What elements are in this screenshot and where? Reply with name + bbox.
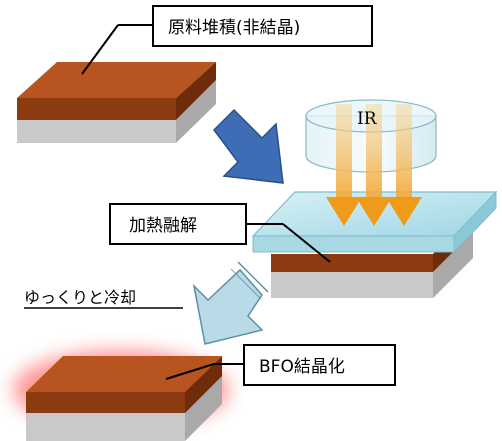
- arrows-down-icon: [326, 104, 422, 226]
- melting-label-box: [109, 203, 247, 245]
- substrate-side: [185, 376, 222, 441]
- crystallized-sample: [13, 350, 229, 441]
- crystallization-leader-line-2: [165, 363, 215, 380]
- deposition-label: 原料堆積(非結晶): [168, 18, 300, 38]
- melting-leader-line-2: [282, 223, 331, 263]
- film-top: [17, 62, 216, 98]
- substrate-side: [176, 80, 216, 143]
- substrate-front: [26, 413, 185, 441]
- deposition-leader-line-2: [81, 24, 119, 75]
- film-side: [185, 356, 222, 413]
- crystallization-label-box: [243, 344, 396, 386]
- film-side: [176, 62, 216, 120]
- film-top: [26, 356, 222, 392]
- deposition-label-box: [152, 5, 373, 47]
- cooling-label: ゆっくりと冷却: [24, 288, 136, 307]
- arrow-down-right-icon: [213, 108, 284, 184]
- ir-label: IR: [357, 109, 378, 129]
- glass-plate-front: [252, 235, 455, 253]
- substrate-side: [433, 232, 473, 298]
- film-front: [271, 254, 433, 272]
- melting-sample: [251, 190, 498, 298]
- substrate-front: [17, 120, 176, 143]
- glass-plate-side: [453, 190, 497, 254]
- arrow-down-left-icon: [192, 261, 269, 345]
- film-front: [26, 392, 185, 413]
- substrate-front: [271, 272, 433, 298]
- deposition-sample: [17, 62, 216, 143]
- crystallization-label: BFO結晶化: [259, 357, 345, 377]
- film-front: [17, 98, 176, 120]
- melting-label: 加熱融解: [129, 216, 197, 236]
